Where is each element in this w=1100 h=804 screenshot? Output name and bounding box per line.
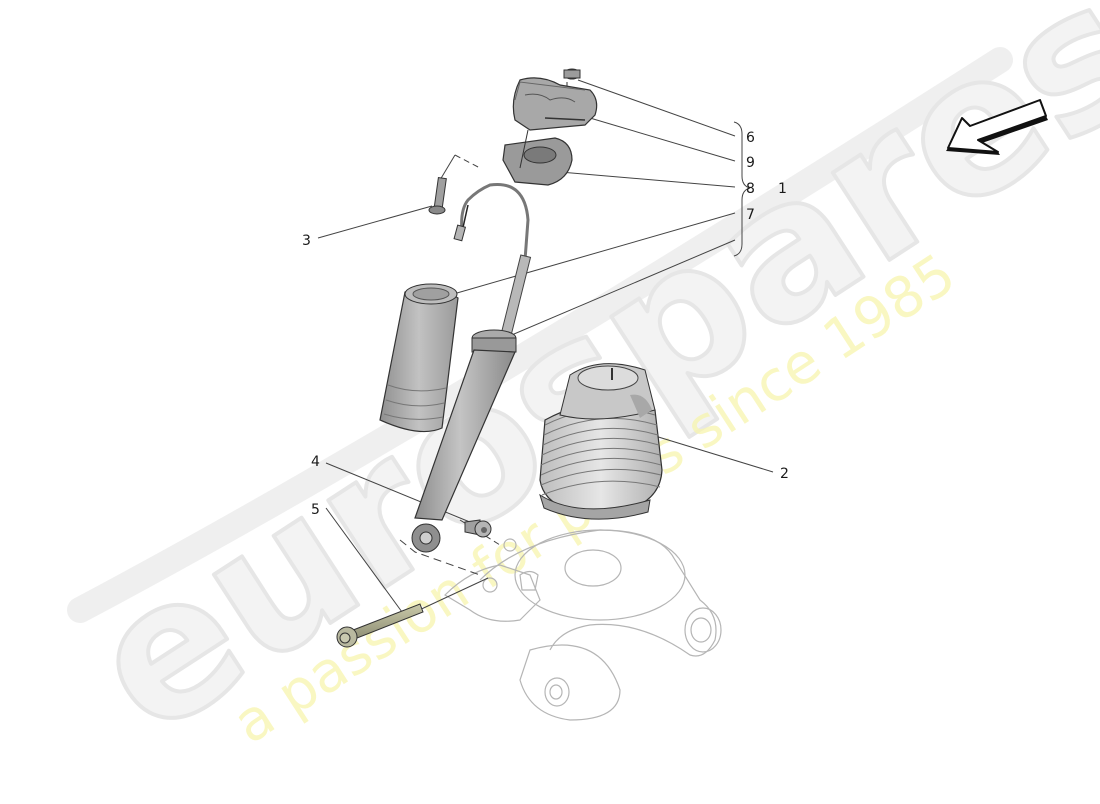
part-6-nut[interactable] — [563, 68, 581, 100]
part-1-shock-absorber[interactable] — [411, 182, 532, 553]
part-3-screw[interactable] — [428, 177, 447, 215]
front-direction-arrow-icon — [946, 99, 1048, 155]
callout-6[interactable]: 6 — [746, 130, 755, 146]
callout-5[interactable]: 5 — [311, 502, 320, 518]
suspension-arm-outline — [444, 529, 722, 721]
callout-1[interactable]: 1 — [778, 181, 787, 197]
part-9-upper-mount[interactable] — [512, 77, 598, 131]
leader-lines — [317, 79, 774, 613]
part-5-bolt[interactable] — [336, 603, 424, 648]
part-8-lower-mount-plate[interactable] — [502, 129, 573, 186]
part-7-dust-boot[interactable] — [379, 283, 459, 433]
part-4-nut[interactable] — [464, 519, 492, 538]
callout-8[interactable]: 8 — [746, 181, 755, 197]
callout-9[interactable]: 9 — [746, 155, 755, 171]
part-2-air-spring[interactable] — [539, 363, 663, 520]
callout-4[interactable]: 4 — [311, 454, 320, 470]
callout-3[interactable]: 3 — [302, 233, 311, 249]
callout-7[interactable]: 7 — [746, 207, 755, 223]
callout-2[interactable]: 2 — [780, 466, 789, 482]
